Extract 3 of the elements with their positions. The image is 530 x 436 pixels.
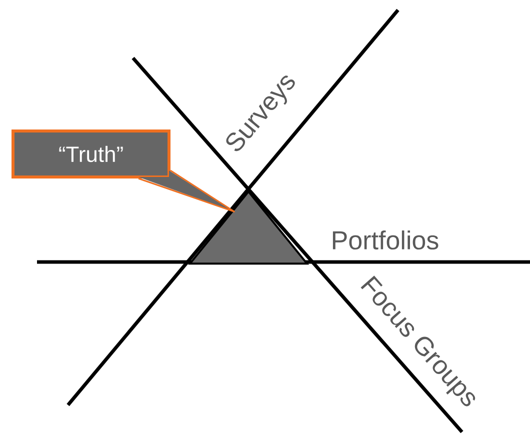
callout-pointer: [138, 170, 236, 213]
line-label: Portfolios: [332, 230, 438, 250]
callout-box: “Truth”: [12, 130, 170, 178]
